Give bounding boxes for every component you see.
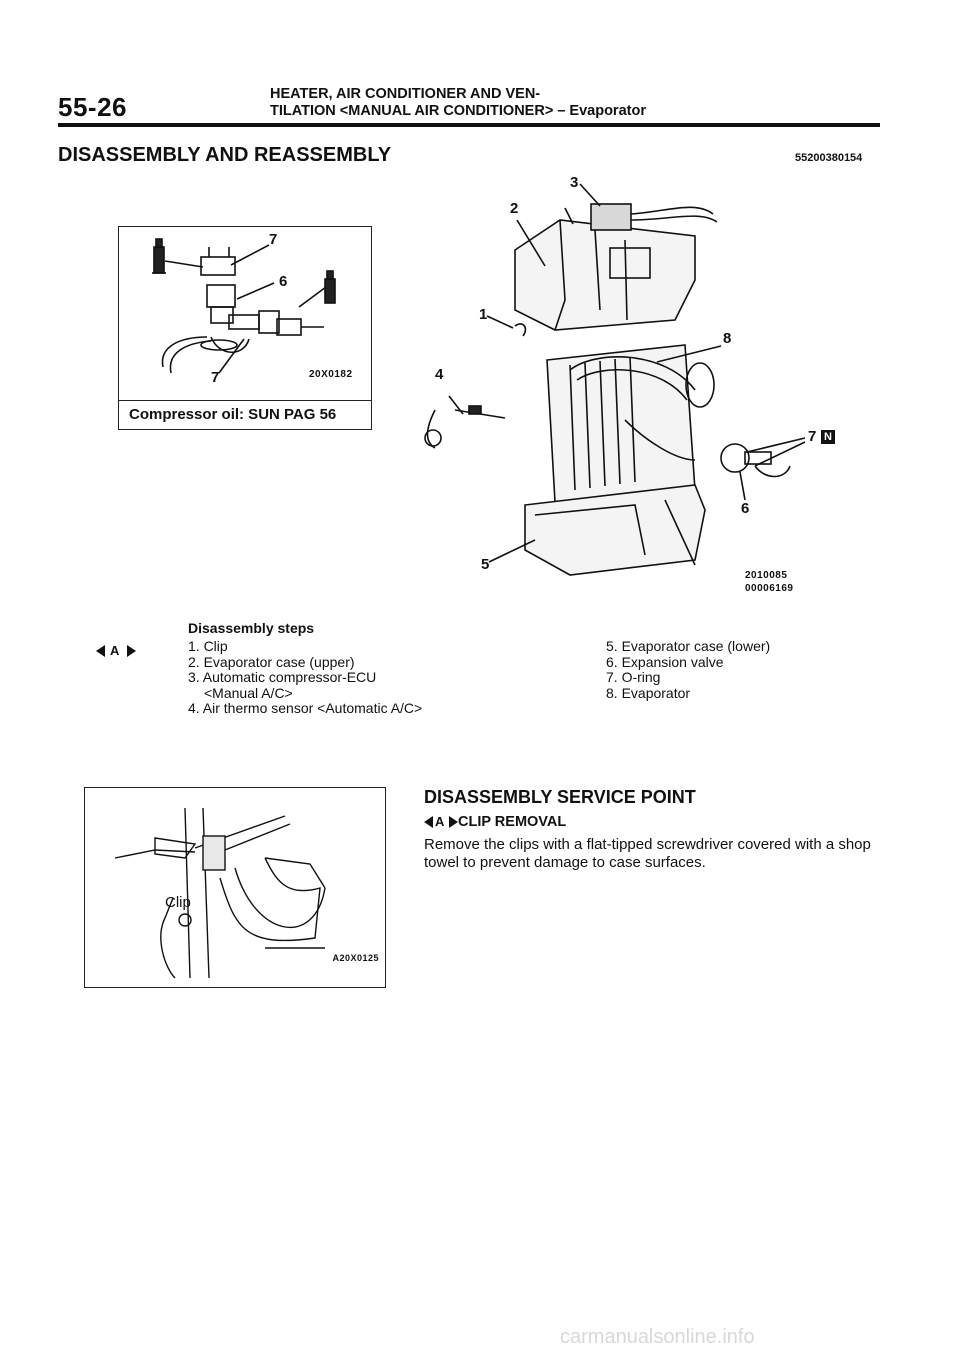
step-item: 4. Air thermo sensor <Automatic A/C> xyxy=(188,700,423,716)
marker-letter: A xyxy=(435,814,445,829)
steps-heading: Disassembly steps xyxy=(188,620,315,636)
diagram-code-2: 00006169 xyxy=(745,583,794,594)
clip-inset-code: A20X0125 xyxy=(332,953,379,963)
step-item: 7. O-ring xyxy=(606,669,661,685)
clip-label: Clip xyxy=(165,894,191,911)
step-item: 6. Expansion valve xyxy=(606,653,724,670)
callout-6: 6 xyxy=(279,273,288,290)
callout-3: 3 xyxy=(570,174,579,191)
diagram-code-1: 2010085 xyxy=(745,570,788,581)
step-item: <Manual A/C> xyxy=(204,684,293,701)
callout-6-main: 6 xyxy=(741,500,750,517)
service-point-body: Remove the clips with a flat-tipped scre… xyxy=(424,836,871,871)
callout-1: 1 xyxy=(479,306,488,323)
callout-7: 7 xyxy=(808,428,817,445)
header-rule xyxy=(58,123,880,127)
clip-removal-inset: Clip A20X0125 xyxy=(84,787,386,988)
steps-left-list: 1. Clip 2. Evaporator case (upper) 3. Au… xyxy=(188,638,423,717)
header-title: HEATER, AIR CONDITIONER AND VEN- TILATIO… xyxy=(270,86,730,120)
callout-7-bottom: 7 xyxy=(211,369,220,386)
step-item: 5. Evaporator case (lower) xyxy=(606,638,771,654)
compressor-oil-caption: Compressor oil: SUN PAG 56 xyxy=(119,400,371,429)
service-point-subtitle: CLIP REMOVAL xyxy=(458,814,567,830)
step-item: 8. Evaporator xyxy=(606,684,691,701)
steps-right-list: 5. Evaporator case (lower) 6. Expansion … xyxy=(606,638,771,701)
section-title: DISASSEMBLY AND REASSEMBLY xyxy=(58,144,392,166)
step-item: 2. Evaporator case (upper) xyxy=(188,653,355,670)
callout-4: 4 xyxy=(435,366,444,383)
arrow-marker-icon xyxy=(96,645,136,657)
header-title-line2: TILATION <MANUAL AIR CONDITIONER> – Evap… xyxy=(270,103,646,119)
footer-watermark: carmanualsonline.info xyxy=(560,1326,755,1348)
evaporator-diagram-drawing xyxy=(424,183,806,576)
expansion-valve-illustration xyxy=(152,238,336,374)
n-badge: N xyxy=(821,430,835,444)
callout-2: 2 xyxy=(510,200,519,217)
page-number: 55-26 xyxy=(58,92,127,122)
callout-5: 5 xyxy=(481,556,490,573)
arrow-marker-icon xyxy=(424,816,458,828)
callout-7-top: 7 xyxy=(269,231,278,248)
step-item: 1. Clip xyxy=(188,638,228,654)
document-code: 55200380154 xyxy=(795,152,863,164)
marker-letter: A xyxy=(110,643,120,658)
header-title-line1: HEATER, AIR CONDITIONER AND VEN- xyxy=(270,86,541,102)
step-item: 3. Automatic compressor-ECU xyxy=(188,669,377,685)
clip-removal-illustration xyxy=(114,807,326,979)
evaporator-exploded-diagram: 3 2 1 8 4 7 N 6 5 2010085 00006169 xyxy=(395,170,865,600)
service-point-title: DISASSEMBLY SERVICE POINT xyxy=(424,787,696,807)
callout-8: 8 xyxy=(723,330,732,347)
compressor-oil-inset: 7 6 7 20X0182 Compressor oil: SUN PAG 56 xyxy=(118,226,372,430)
inset-code: 20X0182 xyxy=(309,369,353,380)
